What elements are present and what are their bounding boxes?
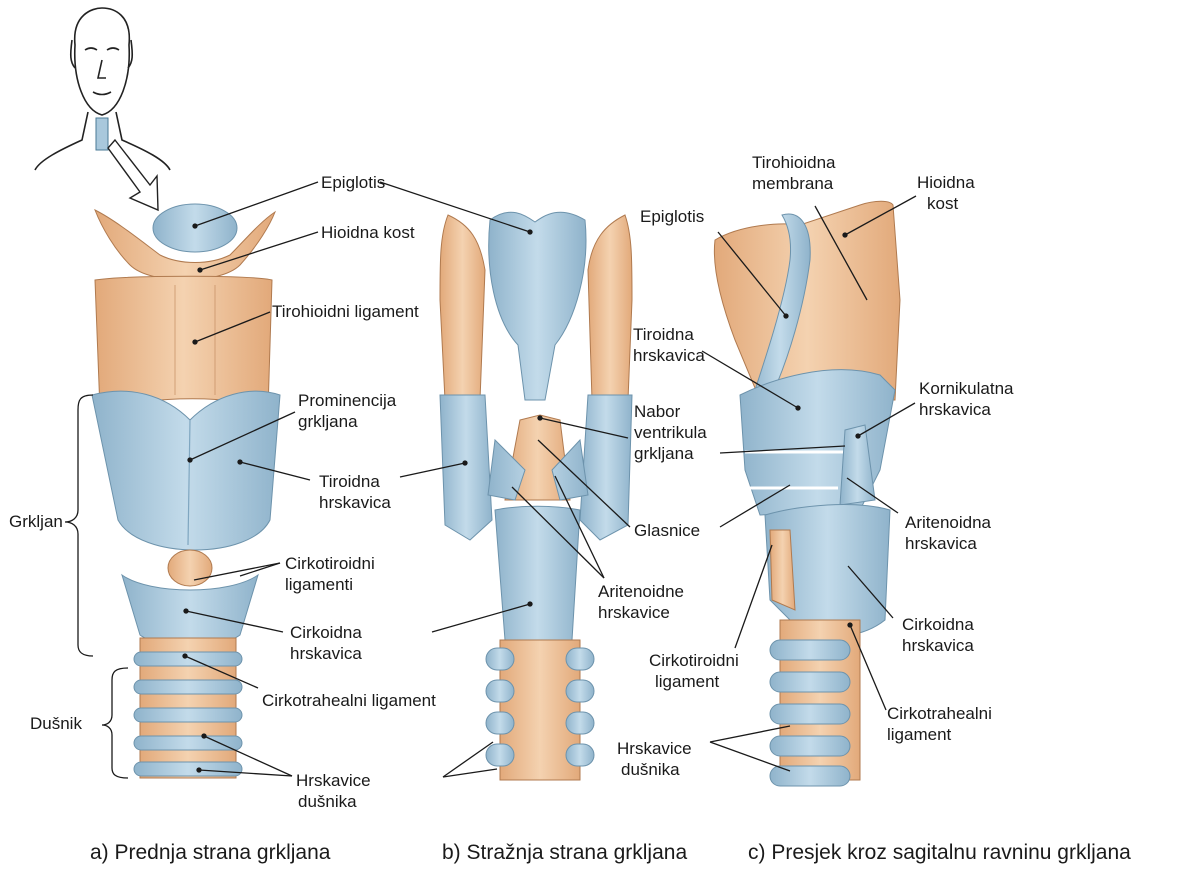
label-grkljan: Grkljan [9,511,63,532]
label-a-hioidna-kost: Hioidna kost [321,222,415,243]
diagram-a-anterior-larynx [92,204,280,778]
caption-b: b) Stražnja strana grkljana [442,841,687,865]
label-a-tirohioidni-ligament: Tirohioidni ligament [272,301,419,322]
label-a-epiglotis: Epiglotis [321,172,385,193]
diagram-c-sagittal-section [714,201,900,786]
label-dusnik: Dušnik [30,713,82,734]
label-c-epiglotis: Epiglotis [640,206,704,227]
caption-a: a) Prednja strana grkljana [90,841,330,865]
head-orientation-sketch [35,8,170,210]
diagram-b-posterior-larynx [440,212,632,780]
label-b-glasnice: Glasnice [634,520,700,541]
label-a-cirkotrahealni-ligament: Cirkotrahealni ligament [262,690,436,711]
caption-c: c) Presjek kroz sagitalnu ravninu grklja… [748,841,1131,865]
